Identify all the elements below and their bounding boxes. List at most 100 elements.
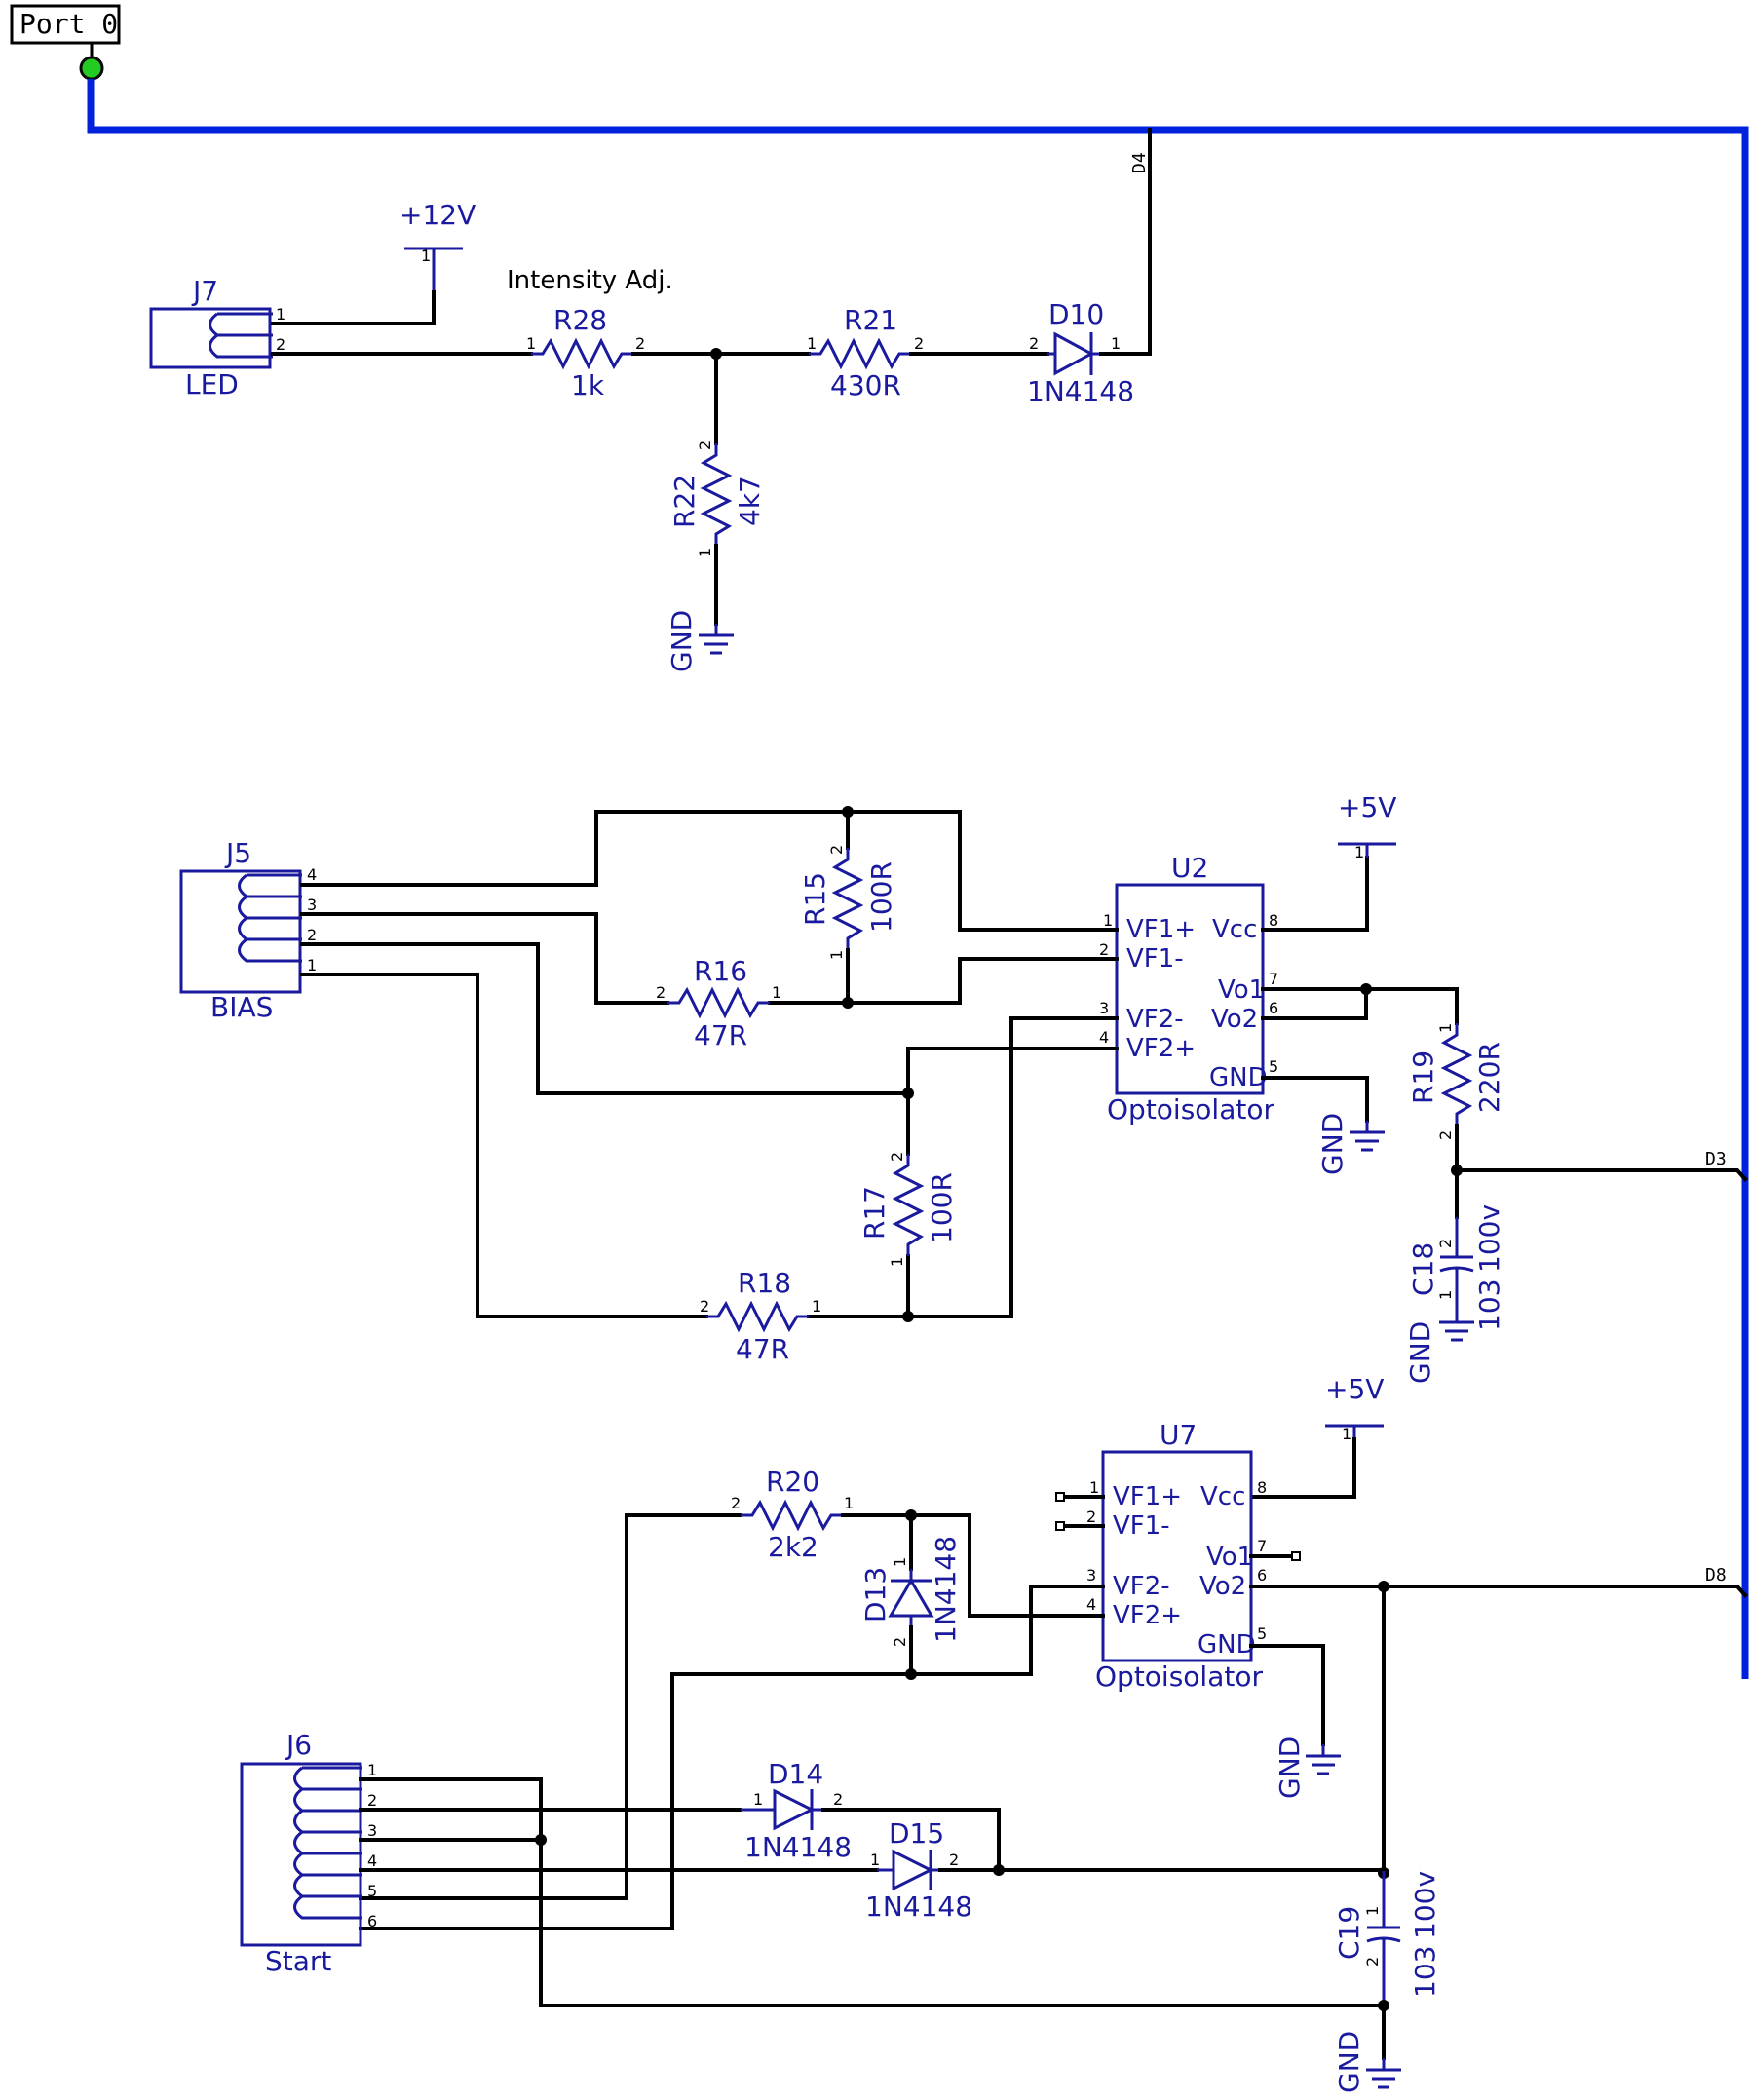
c18-voltage: 100v	[1473, 1204, 1505, 1273]
resistor-r16: R16 47R 2 1	[656, 955, 781, 1051]
r19-value: 220R	[1473, 1042, 1505, 1113]
wire-j5-pin1	[300, 973, 708, 1318]
label-pin_numbers-3: 4	[1086, 1595, 1096, 1614]
label-ic_pins-vf2p: VF2+	[1113, 1601, 1182, 1630]
label-power-gnd: GND	[1333, 2031, 1365, 2093]
ic-u2: U2 Optoisolator VF1+ VF1- VF2- VF2+ Vcc …	[1099, 852, 1278, 1126]
label-ic_pins-vo1: Vo1	[1218, 975, 1265, 1005]
wire-u2-vo	[1261, 987, 1459, 1025]
resistor-r17: R17 100R 2 1	[858, 1091, 958, 1267]
wire-u2-gnd	[1261, 1076, 1369, 1123]
capacitor-c18: C18 100v 103 2 1 GND	[1404, 1204, 1505, 1384]
port-label: Port 0	[19, 8, 118, 40]
wire-j6-pin6-d13	[359, 1585, 1105, 1930]
power-plus5v-u7: +5V 1	[1323, 1373, 1386, 1443]
label-pin_numbers-0: 1	[807, 334, 817, 353]
c19-voltage: 100v	[1409, 1871, 1441, 1939]
label-ic_pins-vf2p: VF2+	[1126, 1034, 1196, 1063]
j5-ref: J5	[224, 837, 251, 869]
d15-ref: D15	[889, 1817, 944, 1850]
label-ic_pins-vf1p: VF1+	[1113, 1482, 1182, 1511]
label-ic_pins-vf2m: VF2-	[1126, 1005, 1184, 1034]
j6-name: Start	[265, 1945, 331, 1977]
r21-value: 430R	[830, 369, 901, 401]
wire-d8	[1271, 1585, 1748, 1598]
connector-j5: J5 BIAS 4 3 2 1	[179, 837, 317, 1023]
label-pin_numbers-7: 8	[1269, 911, 1278, 930]
wire-u2-vcc	[1261, 856, 1369, 932]
wire-r18-vf2m	[807, 1016, 1113, 1318]
diode-d14: D14 1N4148 1 2	[741, 1758, 852, 1863]
plus12v-label: +12V	[399, 199, 476, 231]
resistor-r19: R19 220R 1 2	[1407, 1021, 1505, 1219]
j7-body	[149, 307, 272, 369]
c18-ref: C18	[1407, 1242, 1439, 1296]
label-pin_numbers-0: 1	[772, 983, 781, 1002]
label-pin_numbers-0: 1	[891, 1557, 909, 1567]
j5-name: BIAS	[210, 991, 273, 1023]
label-pin_numbers-3: 4	[307, 865, 317, 884]
d13-ref: D13	[859, 1567, 892, 1623]
r20-value: 2k2	[768, 1531, 818, 1563]
label-pin_numbers-1: 2	[1363, 1957, 1382, 1966]
resistor-r20: R20 2k2 2 1	[731, 1466, 854, 1563]
label-ic_pins-vo1: Vo1	[1206, 1543, 1253, 1572]
label-pin_numbers-2: 3	[307, 896, 317, 914]
label-pin_numbers-5: 6	[367, 1912, 377, 1930]
label-pin_numbers-2: 3	[1099, 999, 1109, 1017]
r28-value: 1k	[571, 369, 605, 401]
port-box	[10, 4, 121, 45]
label-pin_numbers-1: 2	[656, 983, 666, 1002]
label-pin_numbers-4: 5	[1269, 1057, 1278, 1076]
r17-ref: R17	[858, 1186, 891, 1240]
label-pin_numbers-1: 2	[276, 335, 285, 354]
power-plus5v-u2: +5V 1	[1336, 791, 1398, 861]
plus5v-label-b: +5V	[1325, 1373, 1384, 1405]
label-pin_numbers-1: 2	[888, 1152, 906, 1162]
diode-d15: D15 1N4148 1 2	[865, 1817, 972, 1923]
wire-j5-pin4	[300, 810, 1113, 932]
r15-ref: R15	[799, 872, 831, 926]
r16-ref: R16	[694, 955, 747, 987]
c18-code: 103	[1473, 1279, 1505, 1331]
d13-value: 1N4148	[930, 1536, 962, 1643]
label-pin_numbers-0: 1	[1363, 1906, 1382, 1916]
label-pin_numbers-1: 2	[1099, 940, 1109, 959]
wire-j7-plus12v	[271, 290, 436, 325]
data-bus	[87, 79, 1749, 1679]
wire-u7-vo2	[1249, 1585, 1386, 1873]
resistor-r21: R21 430R 1 2	[807, 304, 924, 401]
ground-u7: GND	[1274, 1737, 1343, 1799]
label-power-gnd: GND	[1404, 1321, 1436, 1384]
label-pin_numbers-0: 1	[696, 548, 714, 557]
gnd-label: GND	[666, 610, 698, 672]
d14-value: 1N4148	[744, 1831, 852, 1863]
label-pin_numbers-0: 1	[276, 305, 285, 324]
label-pin_numbers-1: 2	[696, 440, 714, 450]
label-pin_numbers-1: 2	[635, 334, 645, 353]
c19-code: 103	[1409, 1946, 1441, 1998]
label-pin_numbers-0: 1	[753, 1790, 763, 1809]
resistor-r28: R28 1k 1 2	[526, 304, 645, 401]
label-power-gnd: GND	[1274, 1737, 1306, 1799]
wire-u7-vcc	[1250, 1437, 1356, 1499]
u2-name: Optoisolator	[1107, 1093, 1274, 1126]
label-pin_numbers-5: 6	[1257, 1566, 1267, 1585]
r15-value: 100R	[865, 861, 897, 933]
label-pin_numbers-0: 1	[1436, 1290, 1455, 1300]
label-pin_numbers-1: 2	[827, 845, 846, 855]
pin-number: 1	[421, 247, 431, 265]
ic-u7: U7 Optoisolator VF1+ VF1- VF2- VF2+ Vcc …	[1086, 1419, 1267, 1693]
power-plus12v: +12V 1	[399, 199, 476, 292]
ground-u2: GND	[1316, 1113, 1387, 1175]
label-pin_numbers-1: 2	[1086, 1508, 1096, 1526]
label-pin_numbers-1: 2	[367, 1791, 377, 1810]
label-ic_pins-vf1p: VF1+	[1126, 915, 1196, 944]
label-pin_numbers-6: 7	[1269, 970, 1278, 988]
label-pin_numbers-1: 2	[700, 1297, 709, 1316]
wire-r16-vf1m	[768, 957, 1113, 1005]
wire-u7-gnd	[1249, 1644, 1325, 1746]
d14-ref: D14	[768, 1758, 823, 1790]
label-pin_numbers-0: 1	[812, 1297, 821, 1316]
